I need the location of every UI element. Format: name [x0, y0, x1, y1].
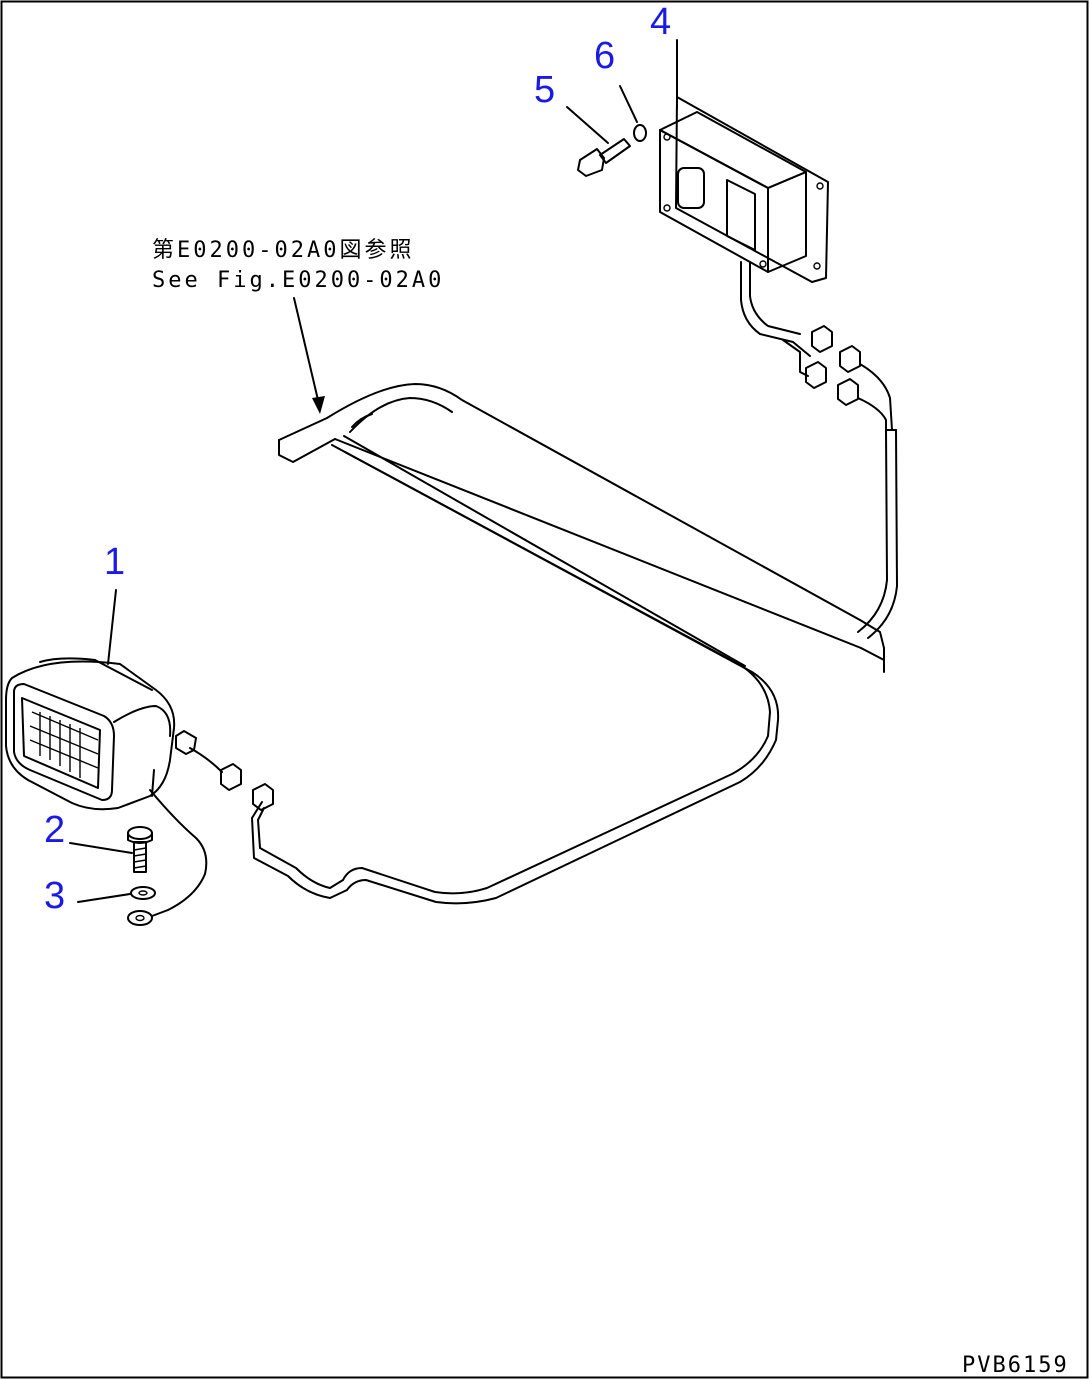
washer-part-6: [619, 85, 647, 142]
washer-part-3: [77, 886, 156, 903]
callout-5: 5: [534, 69, 555, 111]
reference-note-jp: 第E0200-02A0図参照: [152, 238, 414, 263]
callout-6: 6: [594, 35, 615, 77]
bolt-part-2: [69, 826, 153, 873]
box-wiring: [740, 261, 893, 433]
callout-1: 1: [104, 541, 125, 583]
reference-note-en: See Fig.E0200-02A0: [152, 268, 444, 293]
drawing-number: PVB6159: [962, 1353, 1069, 1378]
callout-3: 3: [44, 875, 65, 917]
work-lamp-part-1: [5, 589, 208, 926]
frame-rail: [278, 383, 898, 673]
bolt-part-5: [566, 106, 631, 177]
lamp-harness: [189, 444, 780, 905]
reference-arrow: [293, 297, 325, 414]
callout-2: 2: [44, 809, 65, 851]
control-box-part-4: [659, 39, 829, 283]
callout-4: 4: [650, 1, 671, 43]
